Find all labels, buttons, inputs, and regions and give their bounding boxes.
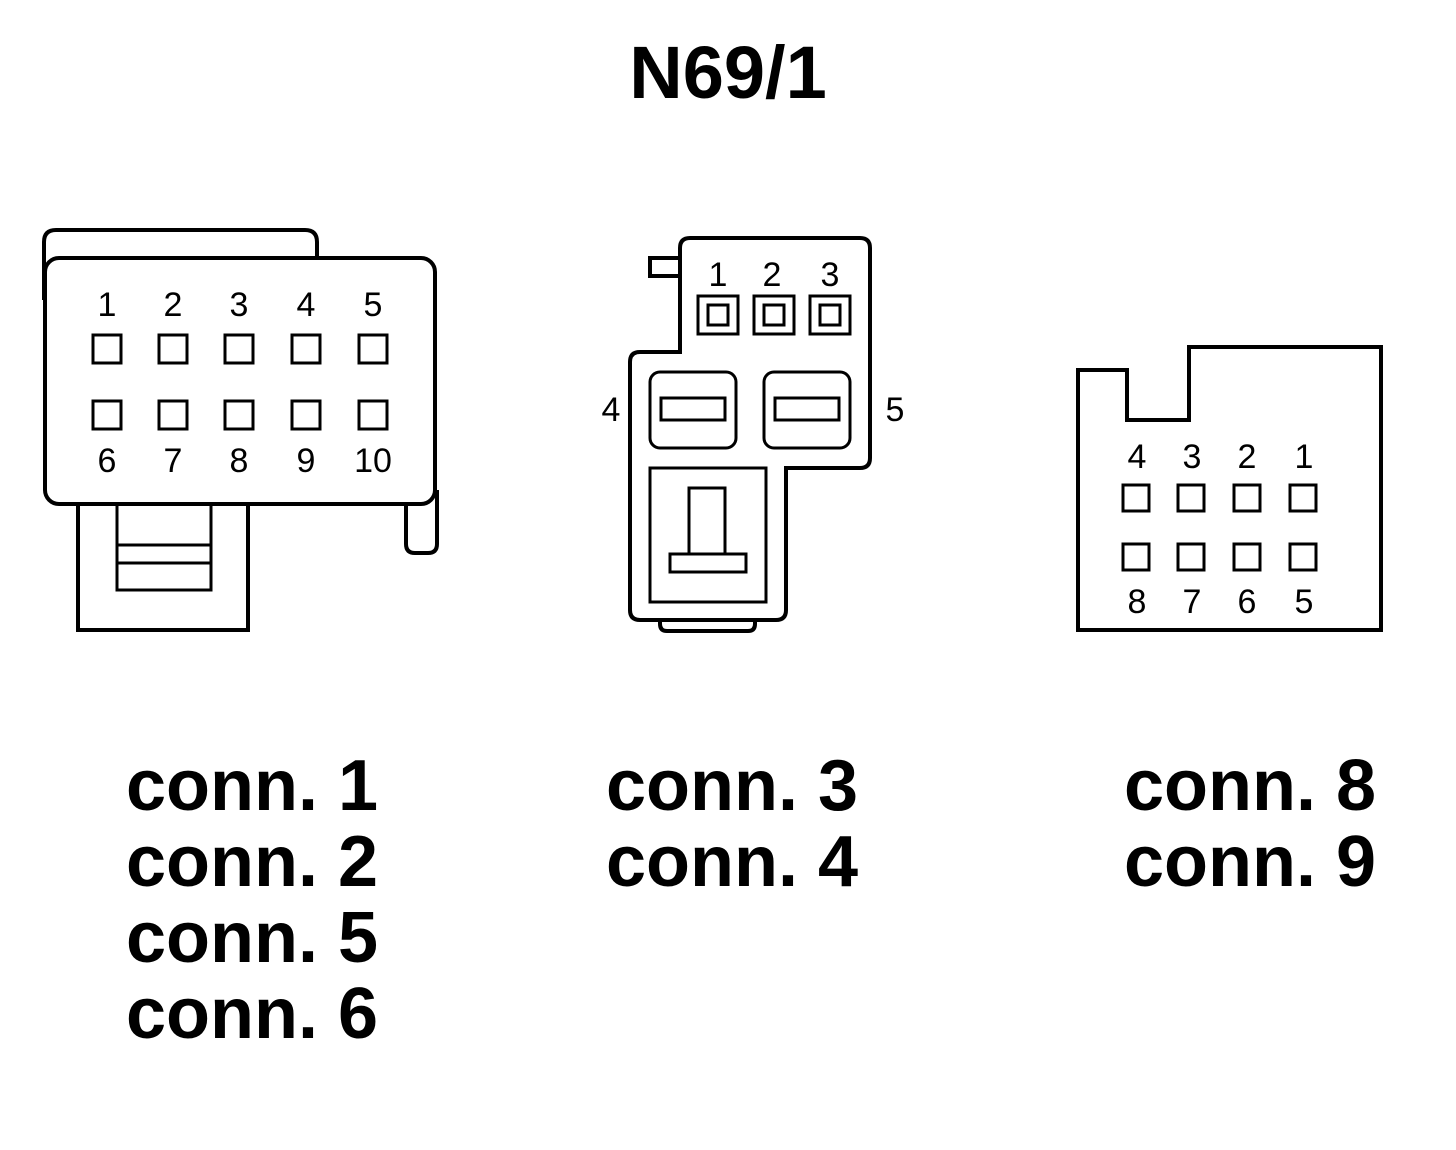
connector-c-top-labels: 4 3 2 1 [1128, 438, 1314, 476]
pin [290, 399, 322, 431]
pin [357, 333, 389, 365]
pin [1232, 483, 1262, 513]
pin [1176, 483, 1206, 513]
pin [290, 333, 322, 365]
pin [157, 399, 189, 431]
connection-label: conn. 5 [126, 898, 378, 978]
pin [773, 396, 841, 422]
pin [808, 294, 852, 336]
pin-label: 3 [821, 256, 840, 294]
connector-a: 1 2 3 4 5 6 7 8 9 10 [42, 228, 439, 632]
pin [91, 333, 123, 365]
pin-socket [648, 370, 738, 450]
pin [1176, 542, 1206, 572]
connector-c: 4 3 2 1 8 7 6 5 [1076, 345, 1383, 632]
connector-a-lower-housing [76, 488, 250, 632]
connector-c-labels: conn. 8 conn. 9 [1124, 746, 1376, 902]
connector-b-top-pins [696, 294, 852, 336]
pin [659, 396, 727, 422]
pin-label: 4 [1128, 438, 1147, 476]
connector-a-bottom-labels: 6 7 8 9 10 [98, 442, 392, 480]
connection-label: conn. 6 [126, 974, 378, 1054]
pin-label: 7 [164, 442, 183, 480]
pin-label: 9 [297, 442, 316, 480]
connector-b-lock-base [668, 552, 748, 574]
connector-c-bottom-labels: 8 7 6 5 [1128, 583, 1314, 621]
connector-a-top-labels: 1 2 3 4 5 [98, 286, 383, 324]
connector-c-body [1076, 345, 1383, 632]
pin-label: 7 [1183, 583, 1202, 621]
pin-label: 6 [98, 442, 117, 480]
connector-b-top-labels: 1 2 3 [709, 256, 840, 294]
pin-label: 5 [364, 286, 383, 324]
pin-label: 2 [763, 256, 782, 294]
pin [1121, 542, 1151, 572]
pin-label: 1 [1295, 438, 1314, 476]
pin [1288, 483, 1318, 513]
pin-label: 4 [602, 391, 621, 429]
connection-label: conn. 1 [126, 746, 378, 826]
connection-label: conn. 9 [1124, 822, 1376, 902]
pin [91, 399, 123, 431]
pin-label: 8 [1128, 583, 1147, 621]
pin-label: 8 [230, 442, 249, 480]
pin-label: 5 [886, 391, 905, 429]
pin [696, 294, 740, 336]
connection-label: conn. 2 [126, 822, 378, 902]
pin [157, 333, 189, 365]
pin-label: 2 [1238, 438, 1257, 476]
connection-label: conn. 4 [606, 822, 858, 902]
pin [1232, 542, 1262, 572]
connector-a-body [43, 256, 437, 506]
pin-label: 3 [1183, 438, 1202, 476]
pin [818, 303, 842, 327]
diagram-title: N69/1 [629, 31, 826, 114]
connector-b: 1 2 3 4 5 [602, 236, 905, 633]
pin-label: 1 [98, 286, 117, 324]
pin [762, 303, 786, 327]
pin [1288, 542, 1318, 572]
connector-b-lock [648, 466, 768, 604]
pin-label: 5 [1295, 583, 1314, 621]
pin [752, 294, 796, 336]
pin [223, 399, 255, 431]
pin-label: 3 [230, 286, 249, 324]
pin-socket [762, 370, 852, 450]
pin-label: 1 [709, 256, 728, 294]
pin-label: 10 [354, 442, 392, 480]
connector-a-labels: conn. 1 conn. 2 conn. 5 conn. 6 [126, 746, 378, 1054]
connection-label: conn. 3 [606, 746, 858, 826]
connection-label: conn. 8 [1124, 746, 1376, 826]
pin [1121, 483, 1151, 513]
connector-b-tab [648, 256, 684, 278]
pin-label: 4 [297, 286, 316, 324]
pin-label: 2 [164, 286, 183, 324]
connector-a-pins [91, 333, 389, 431]
connector-b-labels: conn. 3 conn. 4 [606, 746, 858, 902]
pin [706, 303, 730, 327]
connector-c-pins [1121, 483, 1318, 572]
pin [223, 333, 255, 365]
pin [357, 399, 389, 431]
pin-label: 6 [1238, 583, 1257, 621]
